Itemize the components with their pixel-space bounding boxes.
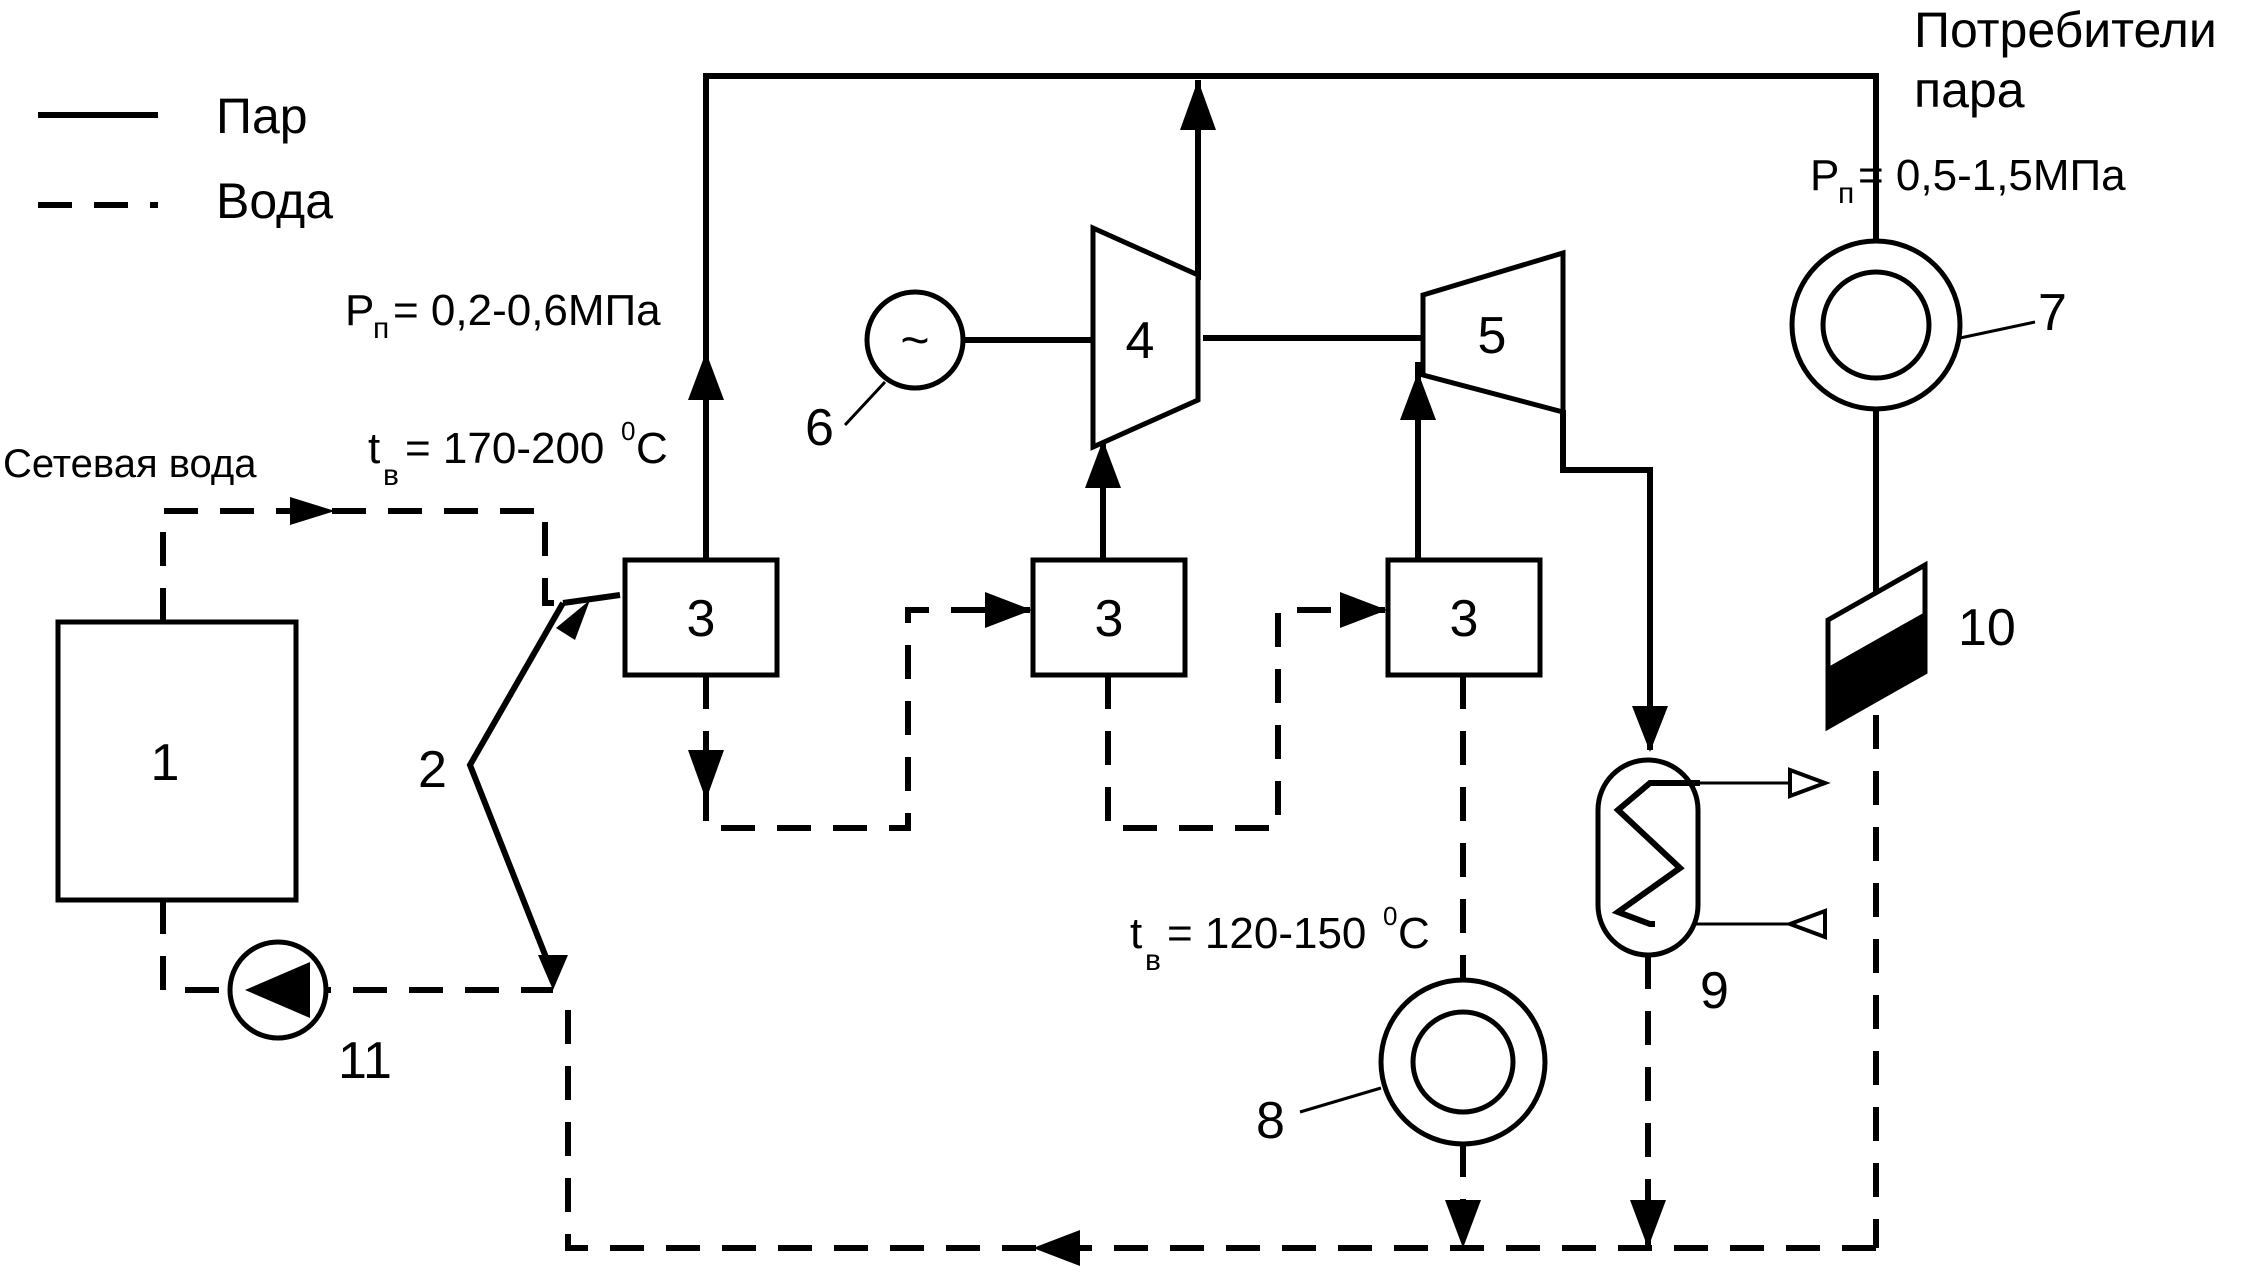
label2-arrow-top	[556, 600, 590, 640]
turbine-4-body	[1090, 224, 1201, 451]
exchanger-3-right-body	[1385, 557, 1543, 678]
pressure-low-value: = 0,2-0,6МПа	[393, 286, 661, 335]
pump-11: 11	[227, 939, 392, 1090]
water-arrow-right-hx2	[985, 592, 1032, 628]
generator-6-body	[864, 289, 966, 391]
generator-6-leader	[843, 380, 887, 427]
pressure-high-value: = 0,5-1,5МПа	[1858, 151, 2126, 200]
pump-11-symbol	[245, 962, 310, 1018]
heater-9-coil	[1611, 780, 1700, 927]
temp-low-sup: 0	[1383, 901, 1397, 931]
label2-top-tick	[562, 592, 621, 606]
turbine-5-number: 5	[1478, 307, 1507, 365]
turbine-5: 5	[1420, 249, 1566, 416]
exchanger-3-middle-number: 3	[1095, 590, 1124, 648]
temp-low-main: t	[1130, 909, 1142, 958]
exchanger-3-left-body	[622, 557, 780, 678]
water-arrow-down-9	[1630, 1200, 1666, 1248]
exchanger-3-right: 3	[1385, 557, 1543, 678]
exchanger-3-right-number: 3	[1450, 590, 1479, 648]
network-water-label: Сетевая вода	[3, 442, 257, 486]
steam-consumers-label-1: Потребители	[1914, 2, 2217, 58]
generator-6: ~ 6	[805, 289, 966, 457]
pressure-low-label: P п = 0,2-0,6МПа	[345, 286, 661, 345]
steam-arrow-down-9	[1632, 706, 1668, 752]
boiler-1: 1	[55, 619, 299, 903]
temp-high-main: t	[368, 424, 380, 473]
turbine5-exhaust-line	[1560, 410, 1653, 750]
label2-arrow-bottom	[538, 955, 568, 990]
steam-arrow-up-left	[688, 352, 724, 400]
heater9-in-arrow	[1784, 908, 1827, 940]
exchanger-3-middle-body	[1030, 557, 1188, 678]
device-10-number: 10	[1958, 599, 2016, 657]
temp-high-unit: С	[636, 424, 668, 473]
steam-arrow-up-5	[1400, 372, 1436, 420]
water-lines	[160, 497, 1879, 1266]
generator-6-number: 6	[805, 399, 834, 457]
legend: Пар Вода	[38, 88, 333, 229]
device-10: 10	[1825, 560, 2016, 732]
consumer-7-number: 7	[2038, 284, 2067, 342]
temp-high-sub: в	[383, 459, 399, 492]
pump-11-number: 11	[338, 1032, 392, 1090]
turbine-5-body	[1420, 249, 1566, 416]
heater-8-number: 8	[1256, 1092, 1285, 1150]
water-bottom-return	[565, 990, 1876, 1251]
pressure-high-label: P п = 0,5-1,5МПа	[1810, 151, 2126, 210]
label2-connector	[466, 601, 566, 977]
heater-8-leader	[1299, 1086, 1382, 1114]
temp-low-sub: в	[1145, 944, 1161, 977]
boiler-1-body	[55, 619, 299, 903]
turbine-4: 4	[1090, 224, 1201, 451]
heater9-out-arrow	[1788, 767, 1831, 799]
water-arrow-left-bottom	[1033, 1230, 1080, 1266]
legend-water-label: Вода	[216, 173, 333, 229]
pressure-high-main: P	[1810, 151, 1839, 200]
heater-8-inner	[1410, 1009, 1516, 1115]
water-arrow-down-hx1	[688, 750, 724, 800]
exchanger-3-left-number: 3	[687, 590, 716, 648]
boiler-1-number: 1	[151, 734, 180, 792]
exchanger-3-left: 3	[622, 557, 780, 678]
water-hx2-to-hx3	[1105, 607, 1385, 831]
temp-high-label: t в = 170-200 0 С	[368, 416, 668, 492]
steam-arrow-up-top	[1180, 80, 1216, 130]
pressure-low-sub: п	[373, 312, 389, 345]
water-arrow-right-hx3	[1340, 592, 1387, 628]
pressure-high-sub: п	[1838, 177, 1854, 210]
exchanger-3-middle: 3	[1030, 557, 1188, 678]
generator-6-symbol: ~	[900, 312, 929, 368]
steam-consumers-label-2: пара	[1914, 62, 2025, 118]
heater-8: 8	[1256, 977, 1548, 1150]
heater-9-number: 9	[1700, 962, 1729, 1020]
pressure-low-main: P	[345, 286, 374, 335]
steam-arrow-up-4	[1085, 440, 1121, 488]
legend-steam-label: Пар	[216, 88, 308, 144]
temp-low-label: t в = 120-150 0 С	[1130, 901, 1430, 977]
temp-low-unit: С	[1398, 909, 1430, 958]
water-arrow-down-8	[1445, 1200, 1481, 1248]
network-water-return	[160, 900, 553, 993]
consumer-7-leader	[1959, 320, 2036, 340]
temp-low-value: = 120-150	[1167, 909, 1366, 958]
temp-high-value: = 170-200	[405, 424, 604, 473]
label-2-number: 2	[418, 741, 447, 799]
steam-header-line	[703, 73, 1879, 560]
temp-high-sup: 0	[621, 416, 635, 446]
water-arrow-right-top	[290, 497, 335, 525]
consumer-7: 7	[1789, 238, 2067, 412]
water-hx1-to-hx2	[703, 607, 1030, 831]
consumer-7-inner	[1820, 269, 1932, 381]
device-10-bottom	[1825, 610, 1928, 732]
heater-9: 9	[1595, 757, 1729, 1020]
turbine-4-number: 4	[1126, 312, 1155, 370]
steam-lines	[466, 73, 1879, 990]
network-water-supply	[160, 508, 563, 622]
